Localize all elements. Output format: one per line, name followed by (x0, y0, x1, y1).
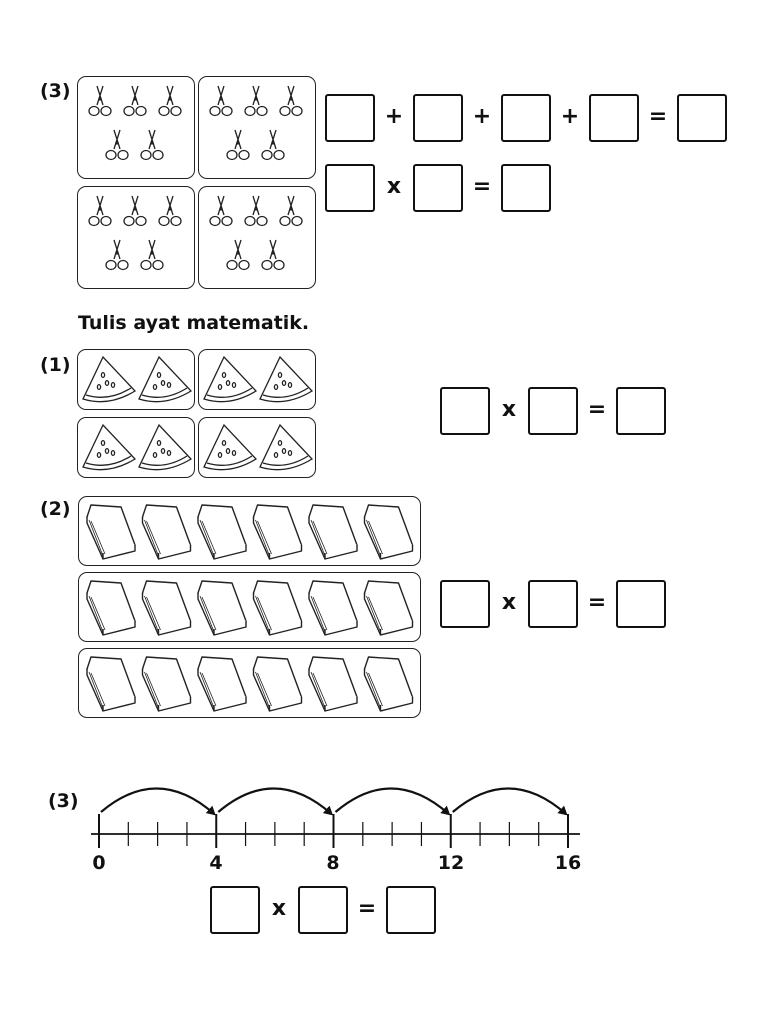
scissors-icon (209, 195, 233, 227)
book-group (78, 496, 421, 566)
book-icon (197, 504, 247, 560)
answer-box[interactable] (677, 94, 727, 142)
scissors-icon (261, 239, 285, 271)
watermelon-slice-icon (138, 423, 193, 471)
number-line-label: 0 (92, 852, 106, 874)
book-icon (197, 656, 247, 712)
book-group (78, 648, 421, 718)
answer-box[interactable] (413, 164, 463, 212)
answer-box[interactable] (501, 164, 551, 212)
watermelon-slice-icon (138, 355, 193, 403)
number-line-label: 16 (554, 852, 582, 874)
question-number: (1) (40, 354, 71, 376)
answer-box[interactable] (325, 164, 375, 212)
book-icon (252, 580, 303, 636)
equals-sign: = (587, 397, 607, 422)
watermelon-slice-icon (259, 355, 314, 403)
answer-box[interactable] (528, 387, 578, 435)
answer-box[interactable] (528, 580, 578, 628)
book-icon (363, 504, 414, 560)
answer-box[interactable] (501, 94, 551, 142)
answer-box[interactable] (386, 886, 436, 934)
watermelon-slice-icon (259, 423, 314, 471)
question-number: (3) (48, 790, 79, 812)
watermelon-slice-icon (82, 423, 137, 471)
scissors-icon (279, 195, 303, 227)
book-icon (141, 504, 192, 560)
answer-box[interactable] (616, 580, 666, 628)
question-number: (2) (40, 498, 71, 520)
times-sign: x (386, 174, 402, 199)
scissors-icon (105, 129, 129, 161)
book-icon (308, 656, 358, 712)
watermelon-slice-icon (203, 423, 258, 471)
scissors-icon (261, 129, 285, 161)
answer-box[interactable] (440, 387, 490, 435)
answer-box[interactable] (589, 94, 639, 142)
book-icon (86, 504, 136, 560)
book-icon (252, 656, 303, 712)
scissors-icon (88, 195, 112, 227)
answer-box[interactable] (413, 94, 463, 142)
plus-sign: + (560, 104, 580, 129)
plus-sign: + (472, 104, 492, 129)
book-group (78, 572, 421, 642)
book-icon (363, 580, 414, 636)
book-icon (141, 580, 192, 636)
book-icon (86, 580, 136, 636)
jump-arrow (100, 787, 216, 816)
book-icon (86, 656, 136, 712)
scissors-icon (140, 239, 164, 271)
answer-box[interactable] (616, 387, 666, 435)
scissors-icon (140, 129, 164, 161)
plus-sign: + (384, 104, 404, 129)
number-line-label: 12 (437, 852, 465, 874)
book-icon (308, 504, 358, 560)
times-sign: x (271, 896, 287, 921)
equals-sign: = (472, 174, 492, 199)
book-icon (363, 656, 414, 712)
answer-box[interactable] (440, 580, 490, 628)
scissors-icon (158, 195, 182, 227)
answer-box[interactable] (298, 886, 348, 934)
watermelon-slice-icon (82, 355, 137, 403)
equals-sign: = (648, 104, 668, 129)
scissors-group (77, 76, 195, 179)
scissors-icon (158, 85, 182, 117)
jump-arrow (452, 787, 568, 816)
scissors-icon (226, 239, 250, 271)
jump-arrow (334, 787, 451, 816)
scissors-icon (123, 85, 147, 117)
scissors-icon (279, 85, 303, 117)
jump-arrow (217, 787, 333, 816)
scissors-icon (209, 85, 233, 117)
answer-box[interactable] (325, 94, 375, 142)
number-line-label: 8 (326, 852, 340, 874)
book-icon (197, 580, 247, 636)
answer-box[interactable] (210, 886, 260, 934)
times-sign: x (501, 590, 517, 615)
scissors-icon (105, 239, 129, 271)
equals-sign: = (587, 590, 607, 615)
scissors-icon (244, 195, 268, 227)
book-icon (308, 580, 358, 636)
times-sign: x (501, 397, 517, 422)
scissors-icon (88, 85, 112, 117)
scissors-icon (244, 85, 268, 117)
section-heading: Tulis ayat matematik. (78, 312, 310, 334)
question-number: (3) (40, 80, 71, 102)
book-icon (141, 656, 192, 712)
watermelon-slice-icon (203, 355, 258, 403)
scissors-icon (226, 129, 250, 161)
number-line-label: 4 (209, 852, 223, 874)
equals-sign: = (357, 896, 377, 921)
book-icon (252, 504, 303, 560)
scissors-icon (123, 195, 147, 227)
